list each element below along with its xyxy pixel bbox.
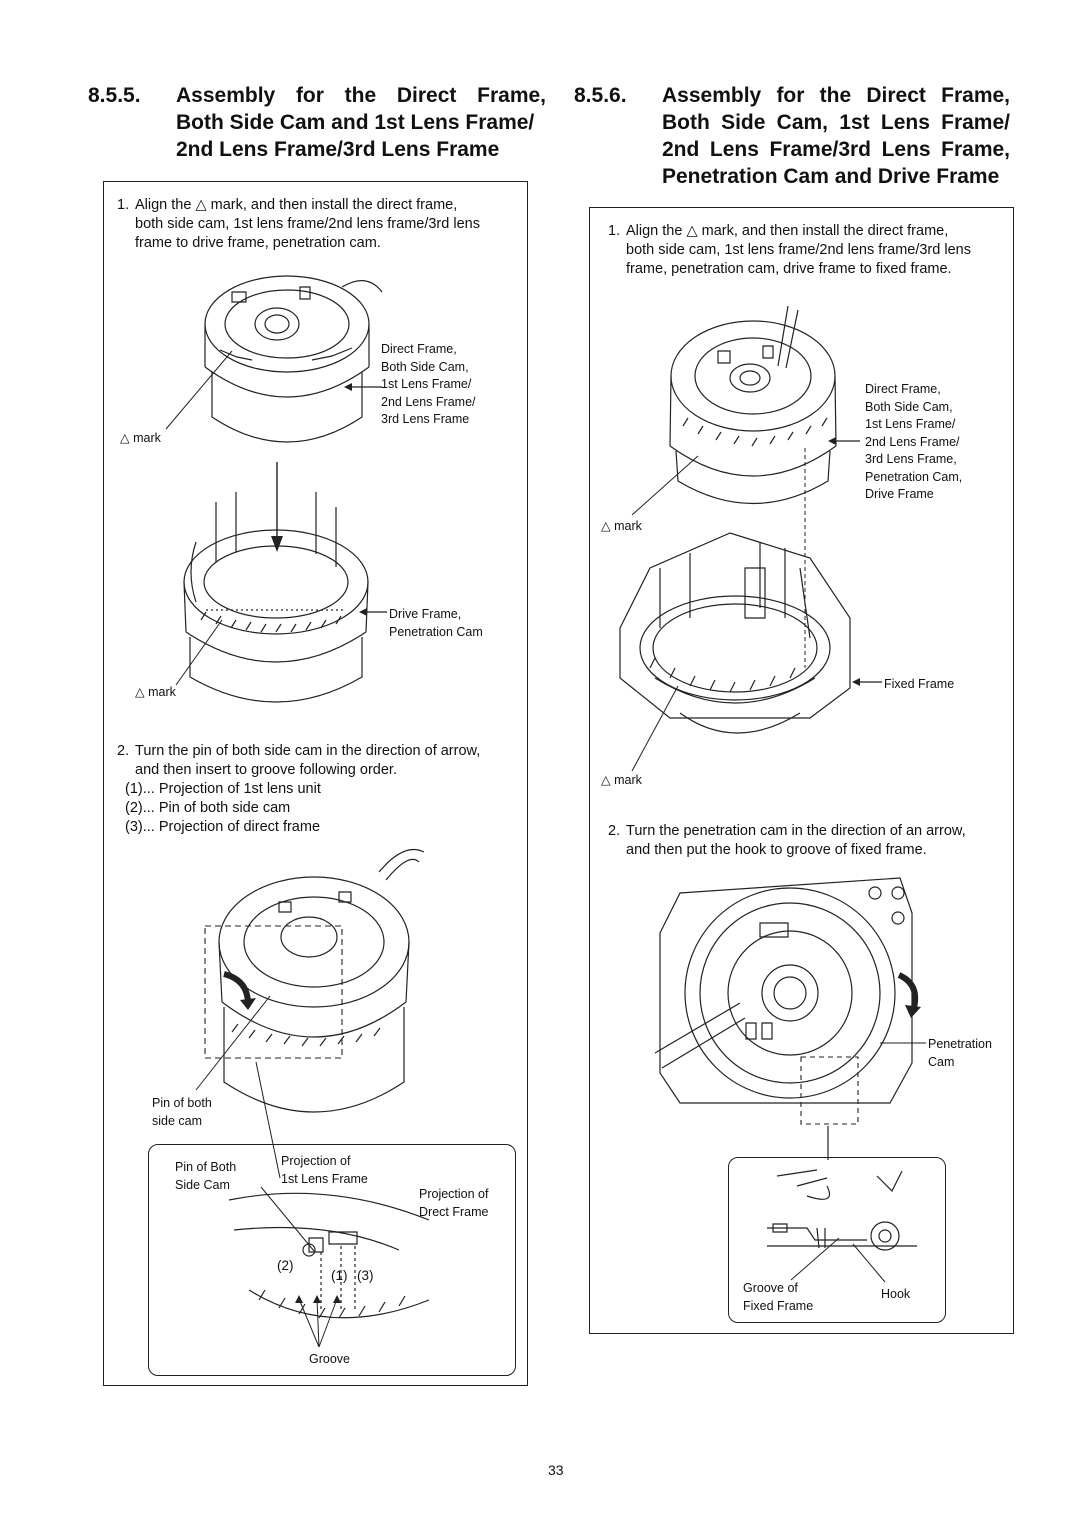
leader-detail-pin (259, 1185, 319, 1255)
section-title-8-5-6: Assembly for the Direct Frame, Both Side… (662, 82, 1010, 190)
step-number: 1. (117, 197, 130, 213)
left-procedure-box: 1. Align the △ mark, and then install th… (103, 181, 528, 1386)
label-n3: (3) (357, 1268, 374, 1283)
arrow-to-upper-assembly (344, 383, 384, 391)
title-line: 2nd Lens Frame/3rd Lens Frame (176, 138, 500, 161)
right-procedure-box: 1. Align the △ mark, and then install th… (589, 207, 1014, 1334)
detail-box-left: Pin of Both Side Cam Projection of 1st L… (148, 1144, 516, 1376)
section-title-8-5-5: Assembly for the Direct Frame, Both Side… (176, 82, 546, 163)
label-hook: Hook (881, 1287, 911, 1301)
dashed-detail-frame-right (800, 1056, 860, 1126)
label-mark-lower-right: △ mark (601, 773, 642, 787)
title-line: Penetration Cam and Drive Frame (662, 165, 1000, 188)
label-groove-fixed-frame: Groove of Fixed Frame (743, 1281, 814, 1313)
label-detail-projection-1st: Projection of 1st Lens Frame (281, 1154, 368, 1186)
penetration-cam-top-view-illustration (650, 873, 920, 1123)
label-upper-assembly: Direct Frame, Both Side Cam, 1st Lens Fr… (381, 342, 476, 426)
arrow-to-upper-assembly-right (828, 437, 862, 445)
leader-hook (849, 1240, 889, 1285)
label-fixed-frame: Fixed Frame (884, 677, 955, 691)
direct-frame-assembly-illustration (192, 262, 382, 457)
leader-to-detail-right (826, 1126, 830, 1160)
label-mark-lower: △ mark (135, 685, 176, 699)
label-drive-frame: Drive Frame, Penetration Cam (389, 607, 483, 639)
detail-illustration-right (767, 1166, 917, 1266)
leader-penetration-cam (878, 1038, 928, 1048)
leader-mark-upper-right (630, 453, 700, 518)
groove-arrows (295, 1295, 341, 1350)
title-line: Both Side Cam and 1st Lens Frame/ (176, 111, 535, 134)
order-item-3: (3)... Projection of direct frame (125, 819, 321, 835)
label-upper-assembly-right: Direct Frame, Both Side Cam, 1st Lens Fr… (865, 382, 963, 501)
step-number: 1. (608, 223, 621, 239)
label-mark-upper-right: △ mark (601, 519, 642, 533)
label-groove: Groove (309, 1352, 350, 1366)
page-number: 33 (548, 1462, 564, 1478)
leader-mark-lower (174, 617, 224, 687)
step-text: Align the △ mark, and then install the d… (626, 223, 971, 277)
dashed-detail-frame (204, 925, 344, 1060)
label-n1: (1) (331, 1268, 348, 1283)
section-number-8-5-5: 8.5.5. (88, 84, 141, 107)
step-number: 2. (608, 823, 621, 839)
label-pin-of-both-side-cam: Pin of both side cam (152, 1096, 212, 1128)
leader-mark-lower-right (630, 683, 680, 773)
order-item-1: (1)... Projection of 1st lens unit (125, 781, 321, 797)
detail-box-right: Groove of Fixed Frame Hook (728, 1157, 946, 1323)
leader-pin-of-both-side-cam (194, 992, 274, 1092)
label-mark-upper: △ mark (120, 431, 161, 445)
title-line: Assembly for the Direct Frame, (662, 84, 1010, 107)
leader-mark-upper (164, 347, 234, 432)
dashed-center-line (803, 448, 807, 668)
down-arrow-icon (271, 462, 283, 552)
arrow-to-fixed-frame (852, 678, 884, 686)
label-detail-pin: Pin of Both Side Cam (175, 1160, 237, 1192)
title-line: 2nd Lens Frame/3rd Lens Frame, (662, 138, 1010, 161)
penetration-cam-assembly-illustration (658, 306, 843, 521)
label-penetration-cam: Penetration Cam (928, 1037, 992, 1069)
title-line: Both Side Cam, 1st Lens Frame/ (662, 111, 1010, 134)
order-item-2: (2)... Pin of both side cam (125, 800, 291, 816)
rotate-arrow-icon-right (895, 973, 921, 1018)
rotate-arrow-icon (218, 970, 256, 1010)
section-number-8-5-6: 8.5.6. (574, 84, 627, 107)
step-number: 2. (117, 743, 130, 759)
both-side-cam-illustration (204, 832, 424, 1132)
step-text: Turn the pin of both side cam in the dir… (135, 743, 481, 778)
label-n2: (2) (277, 1258, 294, 1273)
fixed-frame-illustration (610, 528, 860, 758)
drive-frame-illustration (176, 482, 376, 712)
step-text: Turn the penetration cam in the directio… (626, 823, 966, 858)
title-line: Assembly for the Direct Frame, (176, 84, 546, 107)
leader-groove-fixed (789, 1232, 849, 1282)
step-text: Align the △ mark, and then install the d… (135, 197, 480, 251)
leader-to-detail (254, 1060, 284, 1180)
detail-illustration-left (229, 1190, 429, 1340)
label-detail-projection-direct: Projection of Drect Frame (419, 1187, 489, 1219)
arrow-to-drive-frame (359, 608, 389, 616)
